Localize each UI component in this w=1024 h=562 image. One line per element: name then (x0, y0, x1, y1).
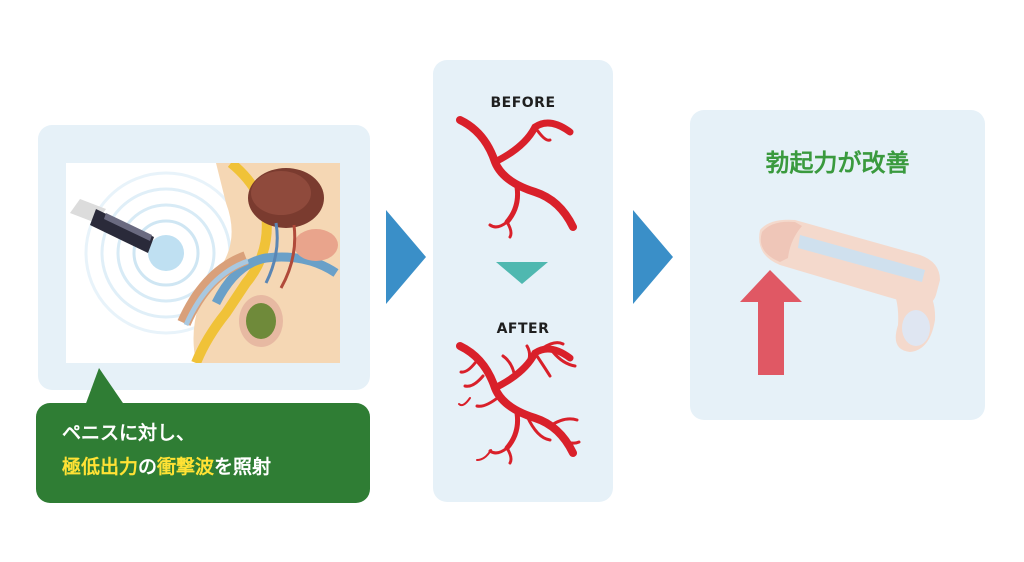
caption-highlight-low-output: 極低出力 (62, 456, 139, 478)
probe-icon (70, 199, 154, 253)
after-label: AFTER (496, 321, 550, 337)
vessels-before-icon (456, 116, 577, 239)
caption-particle-no: の (138, 456, 158, 478)
caption-bubble (36, 403, 370, 503)
before-label: BEFORE (490, 95, 556, 111)
result-title: 勃起力が改善 (765, 149, 910, 177)
anatomy-shapes (177, 163, 340, 363)
anatomy-illustration (66, 163, 340, 363)
penis-illustration (740, 219, 940, 375)
caption-line-1: ペニスに対し、 (62, 422, 196, 444)
flow-arrow-right-2 (633, 210, 673, 304)
up-arrow-icon (740, 270, 802, 375)
vessels-after-icon (456, 341, 581, 465)
bubble-tail (85, 368, 125, 406)
caption-highlight-shockwave: 衝撃波 (157, 456, 215, 478)
caption-line-2: 極低出力の衝撃波を照射 (62, 452, 271, 479)
caption-irradiate: を照射 (214, 456, 272, 478)
erection-shape (759, 219, 940, 352)
down-arrow (496, 262, 548, 284)
flow-arrow-right-1 (386, 210, 426, 304)
